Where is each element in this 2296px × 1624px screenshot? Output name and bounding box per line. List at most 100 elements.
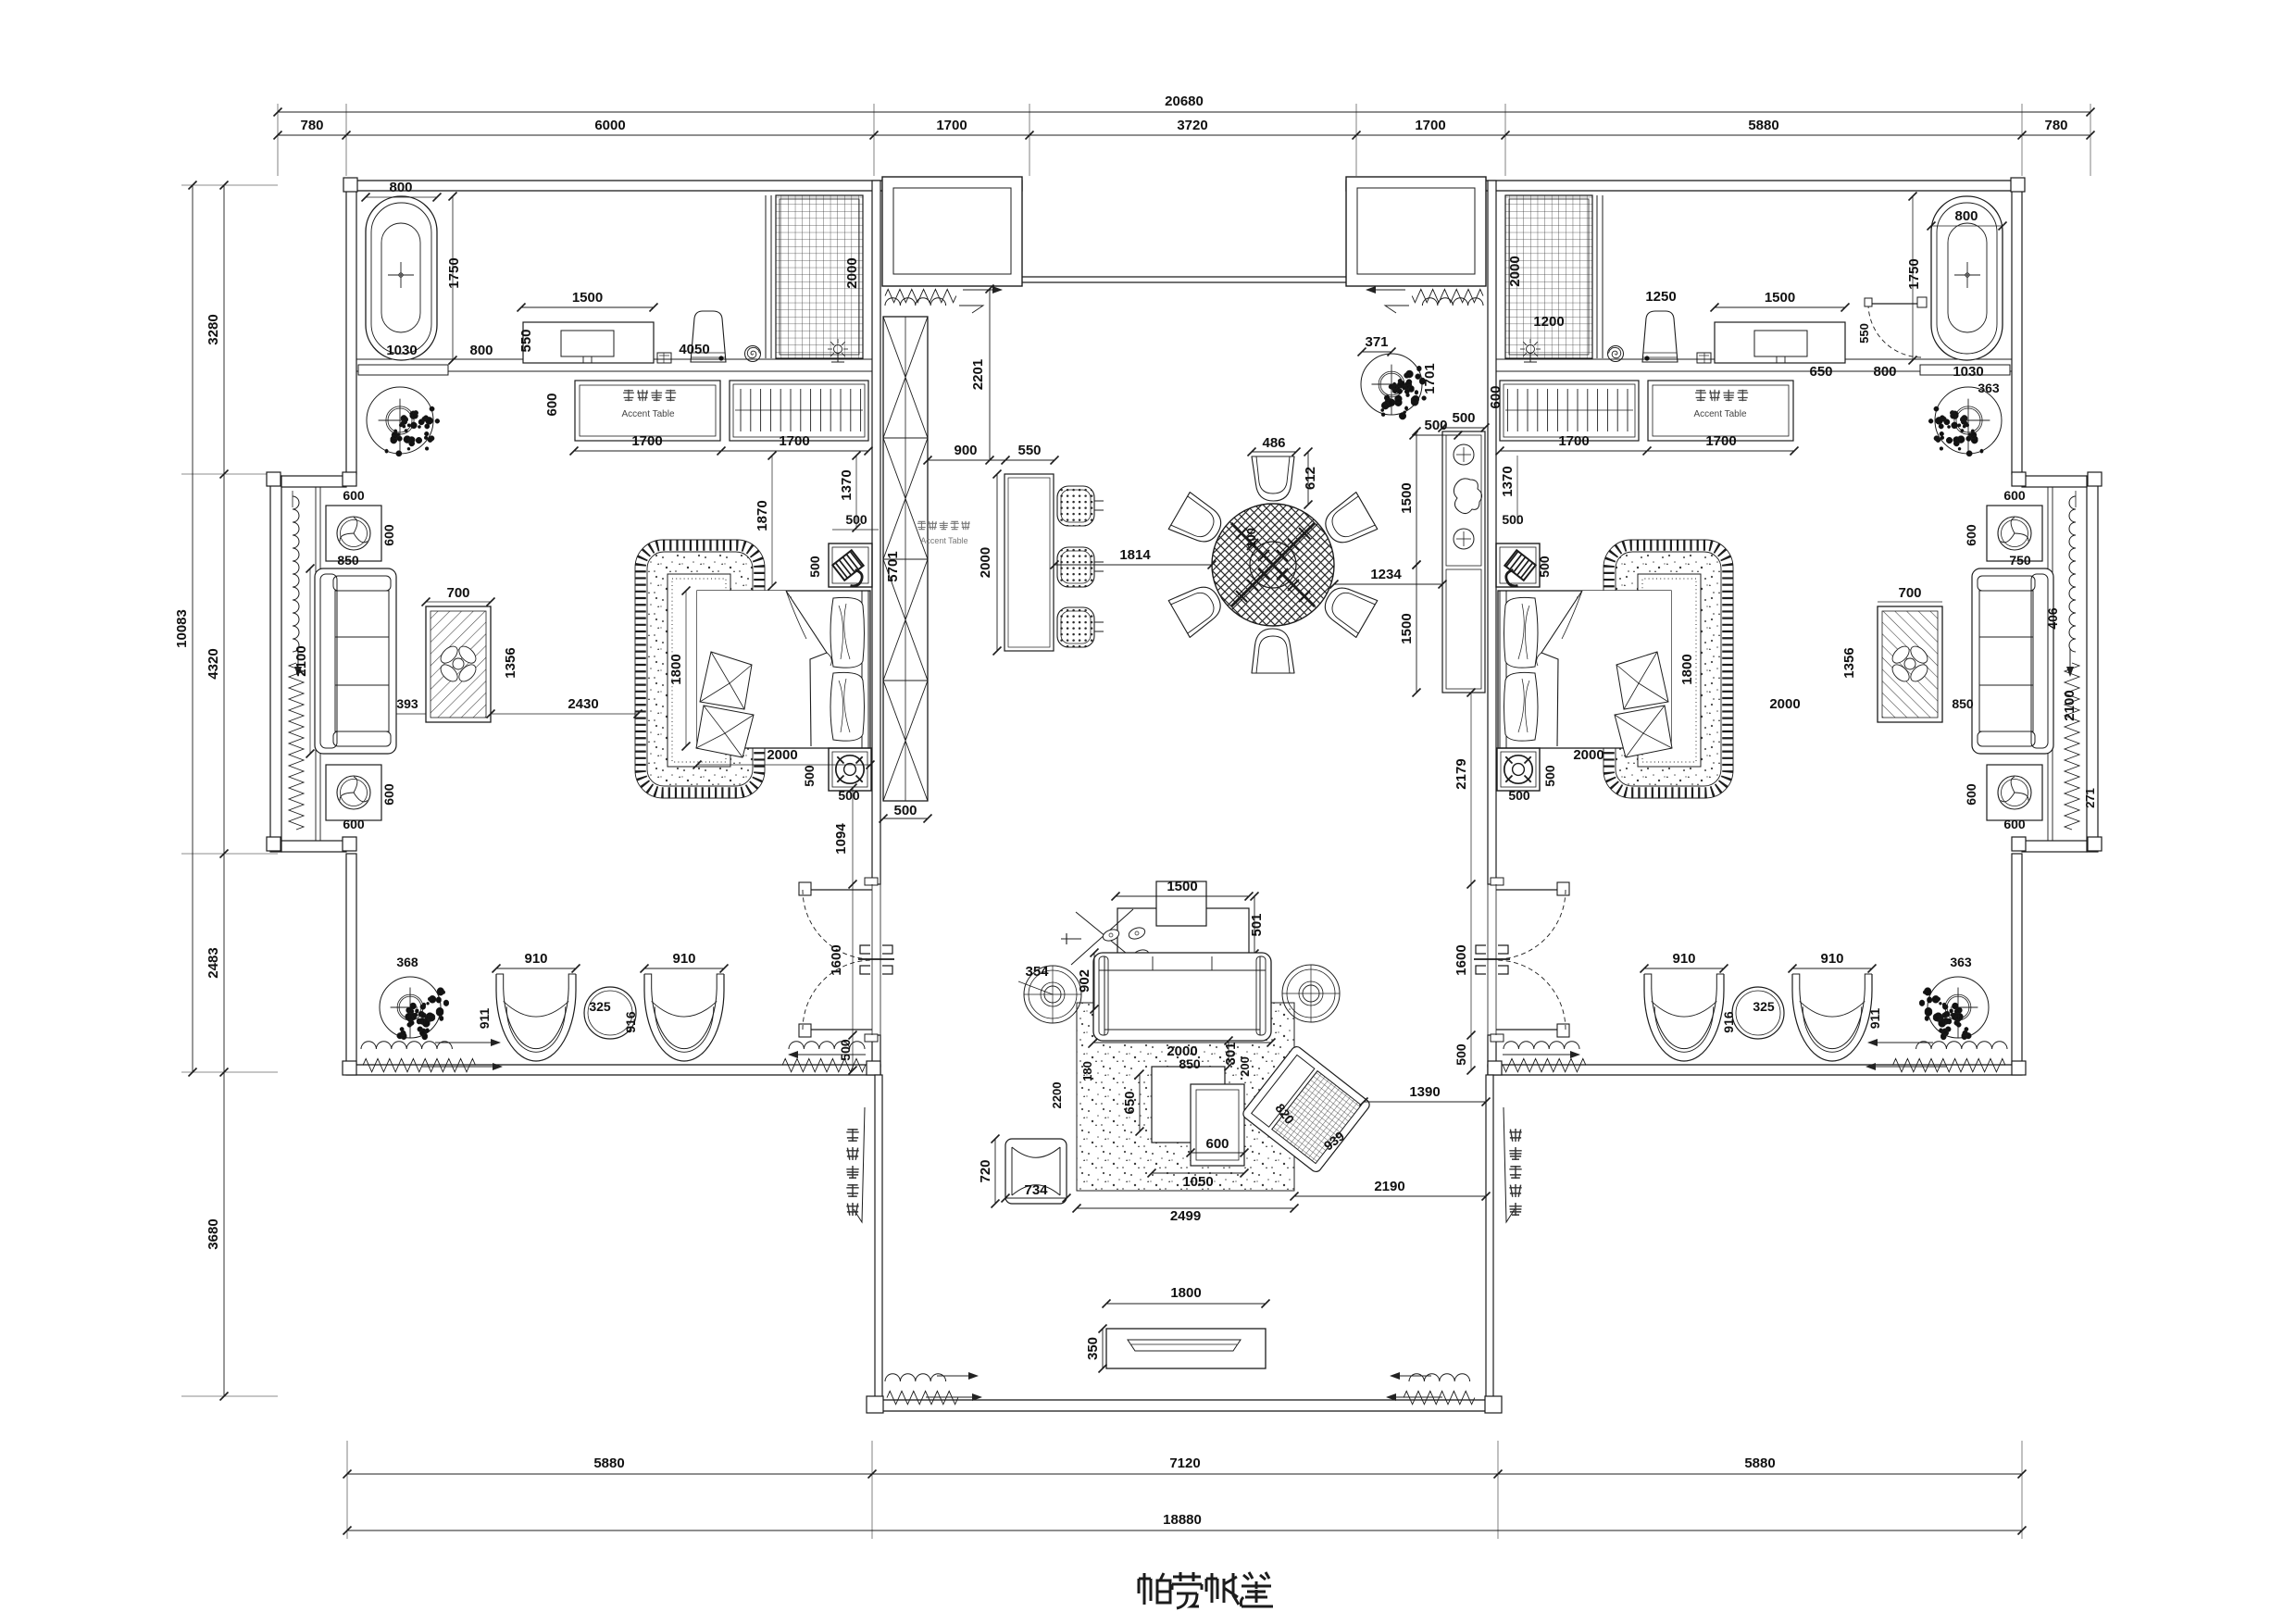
svg-text:1500: 1500 [1399,613,1415,643]
svg-text:1700: 1700 [1705,433,1736,449]
svg-text:650: 650 [1809,364,1832,380]
svg-text:500: 500 [807,556,822,578]
svg-text:1814: 1814 [1119,547,1151,563]
svg-text:2000: 2000 [844,257,860,288]
svg-text:1356: 1356 [1841,647,1857,678]
svg-text:500: 500 [1508,788,1530,803]
svg-text:2100: 2100 [293,645,309,676]
svg-text:5880: 5880 [1744,1455,1775,1471]
svg-text:2200: 2200 [1050,1082,1064,1109]
svg-text:900: 900 [954,443,977,458]
svg-text:500: 500 [1424,418,1447,433]
svg-text:3280: 3280 [206,314,221,344]
svg-text:910: 910 [1672,951,1695,967]
svg-text:1030: 1030 [1953,364,1983,380]
svg-text:3680: 3680 [206,1218,221,1249]
svg-text:486: 486 [1262,435,1285,451]
svg-text:363: 363 [1950,955,1972,969]
svg-text:1701: 1701 [1422,363,1438,394]
svg-text:800: 800 [1873,364,1896,380]
svg-text:850: 850 [1179,1056,1201,1071]
svg-text:911: 911 [477,1007,492,1029]
svg-text:780: 780 [2044,118,2067,133]
svg-text:800: 800 [469,343,493,358]
svg-text:1050: 1050 [1182,1174,1213,1190]
svg-text:1800: 1800 [668,654,684,684]
svg-text:650: 650 [1122,1091,1138,1114]
svg-text:4320: 4320 [206,648,221,679]
svg-text:916: 916 [1721,1011,1736,1033]
svg-text:1500: 1500 [1765,290,1795,306]
svg-text:911: 911 [1867,1007,1882,1029]
svg-text:1700: 1700 [936,118,967,133]
svg-text:1200: 1200 [1533,314,1564,330]
svg-text:20680: 20680 [1165,94,1204,109]
svg-text:100: 100 [1244,528,1258,548]
svg-text:600: 600 [1205,1136,1229,1152]
svg-text:1356: 1356 [503,647,518,678]
svg-text:1750: 1750 [446,257,462,288]
svg-text:2190: 2190 [1374,1179,1404,1194]
svg-text:2499: 2499 [1170,1208,1201,1224]
svg-text:1800: 1800 [1679,654,1695,684]
svg-text:780: 780 [300,118,323,133]
svg-text:5701: 5701 [885,551,901,581]
svg-text:Accent Table: Accent Table [621,409,675,419]
svg-text:750: 750 [2009,553,2031,568]
svg-text:500: 500 [802,765,817,787]
svg-text:1800: 1800 [1170,1285,1201,1301]
svg-text:2483: 2483 [206,947,221,978]
svg-text:500: 500 [1454,1043,1468,1066]
svg-text:800: 800 [1954,208,1978,224]
svg-text:Accent Table: Accent Table [1693,409,1747,419]
svg-text:1370: 1370 [1500,466,1516,496]
svg-text:406: 406 [2045,607,2060,630]
svg-text:910: 910 [524,951,547,967]
svg-text:916: 916 [623,1011,638,1033]
svg-text:4050: 4050 [679,342,709,357]
svg-text:500: 500 [838,1039,853,1061]
svg-text:600: 600 [381,783,396,806]
svg-text:1870: 1870 [755,500,770,531]
svg-text:325: 325 [1753,999,1775,1014]
svg-text:6000: 6000 [594,118,625,133]
svg-text:600: 600 [2003,817,2026,831]
svg-text:500: 500 [1452,410,1475,426]
svg-text:393: 393 [396,696,418,711]
svg-text:600: 600 [1964,783,1978,806]
svg-text:1250: 1250 [1645,289,1676,305]
svg-text:800: 800 [389,180,412,195]
svg-text:700: 700 [1898,585,1921,601]
svg-text:612: 612 [1303,467,1318,490]
svg-text:18880: 18880 [1163,1512,1202,1528]
svg-text:500: 500 [893,803,917,818]
svg-text:550: 550 [518,329,534,352]
svg-text:1750: 1750 [1906,258,1922,289]
svg-text:500: 500 [1542,765,1557,787]
svg-text:5880: 5880 [593,1455,624,1471]
svg-text:354: 354 [1025,964,1049,980]
svg-text:1700: 1700 [1415,118,1445,133]
svg-text:600: 600 [381,524,396,546]
svg-text:2000: 2000 [767,747,797,763]
svg-text:2430: 2430 [568,696,598,712]
svg-text:Accent Table: Accent Table [920,536,967,545]
svg-text:1370: 1370 [839,469,855,500]
svg-text:2000: 2000 [978,547,993,578]
svg-text:325: 325 [589,999,611,1014]
svg-text:850: 850 [337,553,359,568]
svg-text:910: 910 [1820,951,1843,967]
svg-text:1030: 1030 [386,343,417,358]
svg-text:720: 720 [978,1159,993,1182]
svg-text:902: 902 [1077,969,1092,993]
svg-text:1390: 1390 [1409,1084,1440,1100]
svg-text:180: 180 [1080,1061,1094,1081]
svg-text:1700: 1700 [779,433,809,449]
svg-text:600: 600 [1488,385,1504,408]
svg-text:910: 910 [672,951,695,967]
svg-text:600: 600 [544,393,560,416]
svg-text:350: 350 [1085,1337,1101,1360]
svg-text:7120: 7120 [1169,1455,1200,1471]
svg-text:500: 500 [1502,512,1524,527]
svg-text:1094: 1094 [833,823,849,855]
